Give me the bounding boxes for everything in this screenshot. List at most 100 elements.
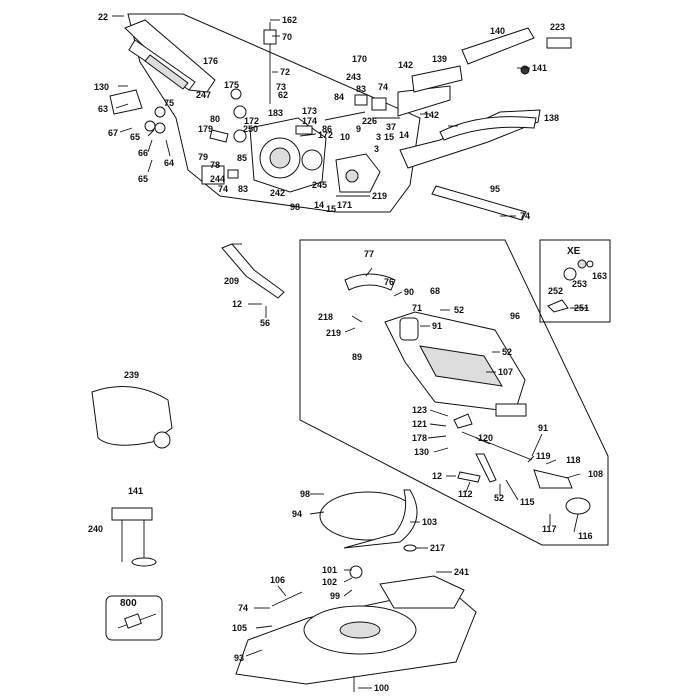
callout-118: 118: [566, 455, 581, 465]
callout-142-b: 142: [424, 110, 439, 120]
callout-107: 107: [498, 367, 513, 377]
base-93: [235, 565, 477, 692]
callout-91-a: 91: [432, 321, 442, 331]
callout-138: 138: [544, 113, 559, 123]
callout-120: 120: [478, 433, 493, 443]
callout-67: 67: [108, 128, 118, 138]
callout-119: 119: [536, 451, 551, 461]
callout-99: 99: [330, 591, 340, 601]
callout-247: 247: [196, 90, 211, 100]
callout-14-a: 14: [399, 130, 409, 140]
gearbox: [335, 153, 381, 193]
callout-3-a: 3: [376, 132, 381, 142]
callout-102: 102: [322, 577, 337, 587]
callout-90: 90: [404, 287, 414, 297]
callout-74-b: 74: [378, 82, 388, 92]
callout-239: 239: [124, 370, 139, 380]
kerf-plates: [319, 489, 418, 552]
callout-84: 84: [334, 92, 344, 102]
callout-71: 71: [412, 303, 422, 313]
callout-94: 94: [292, 509, 302, 519]
callout-183: 183: [268, 108, 283, 118]
callout-86: 86: [322, 124, 332, 134]
callout-83-a: 83: [238, 184, 248, 194]
callout-121: 121: [412, 419, 427, 429]
callout-252: 252: [548, 286, 563, 296]
upper-arm-tubes: [124, 19, 216, 93]
callout-12-a: 12: [232, 299, 242, 309]
callout-76: 76: [384, 277, 394, 287]
callout-178: 178: [412, 433, 427, 443]
callout-10: 10: [340, 132, 350, 142]
callout-223: 223: [550, 22, 565, 32]
callout-66: 66: [138, 148, 148, 158]
callout-75: 75: [164, 98, 174, 108]
callout-37: 37: [386, 122, 396, 132]
callout-15-b: 15: [326, 204, 336, 214]
callout-14-b: 14: [314, 200, 324, 210]
callout-78: 78: [210, 160, 220, 170]
tool-800: [117, 613, 157, 629]
callout-123: 123: [412, 405, 427, 415]
upper-small-parts: [109, 22, 387, 185]
callout-83-b: 83: [356, 84, 366, 94]
callout-130-a: 130: [94, 82, 109, 92]
callout-70: 70: [282, 32, 292, 42]
bevel-bracket-assembly: [344, 273, 527, 417]
xe-kit-parts: [547, 259, 594, 313]
callout-95: 95: [490, 184, 500, 194]
callout-130-b: 130: [414, 447, 429, 457]
callout-117: 117: [542, 524, 557, 534]
callout-98-a: 98: [290, 202, 300, 212]
callout-174: 174: [302, 116, 317, 126]
callout-73: 73: [276, 82, 286, 92]
clamp-240: [111, 507, 157, 567]
callout-9: 9: [356, 124, 361, 134]
callout-64: 64: [164, 158, 174, 168]
dust-bag-239: [91, 386, 173, 446]
callout-142-a: 142: [398, 60, 413, 70]
callout-3-b: 3: [374, 144, 379, 154]
callout-253: 253: [572, 279, 587, 289]
callout-170: 170: [352, 54, 367, 64]
callout-108: 108: [588, 469, 603, 479]
callout-12-b: 12: [432, 471, 442, 481]
callout-79: 79: [198, 152, 208, 162]
callout-116: 116: [578, 531, 593, 541]
callout-85: 85: [237, 153, 247, 163]
callout-98-b: 98: [300, 489, 310, 499]
callout-77: 77: [364, 249, 374, 259]
callout-52-b: 52: [502, 347, 512, 357]
callout-240: 240: [88, 524, 103, 534]
lever-209: [221, 243, 285, 299]
callout-106: 106: [270, 575, 285, 585]
upper-arm-group-outline: [127, 13, 421, 213]
callout-65-b: 65: [138, 174, 148, 184]
callout-242: 242: [270, 188, 285, 198]
callout-245: 245: [312, 180, 327, 190]
callout-226: 226: [362, 116, 377, 126]
callout-241: 241: [454, 567, 469, 577]
callout-217: 217: [430, 543, 445, 553]
leader-lines: [112, 15, 588, 689]
callout-72: 72: [280, 67, 290, 77]
callout-209: 209: [224, 276, 239, 286]
callout-105: 105: [232, 623, 247, 633]
callout-52-a: 52: [454, 305, 464, 315]
callout-218: 218: [318, 312, 333, 322]
callout-179: 179: [198, 124, 213, 134]
callout-140: 140: [490, 26, 505, 36]
callout-250: 250: [243, 124, 258, 134]
xe-kit-title: XE: [567, 246, 581, 257]
callout-141-a: 141: [532, 63, 547, 73]
callout-96: 96: [510, 311, 520, 321]
xe-kit-box: [539, 239, 611, 323]
lower-assembly-group-outline: [299, 239, 609, 546]
callout-141-b: 141: [128, 486, 143, 496]
callout-219-b: 219: [326, 328, 341, 338]
callout-103: 103: [422, 517, 437, 527]
callout-219-a: 219: [372, 191, 387, 201]
callout-56: 56: [260, 318, 270, 328]
callout-62: 62: [278, 90, 288, 100]
